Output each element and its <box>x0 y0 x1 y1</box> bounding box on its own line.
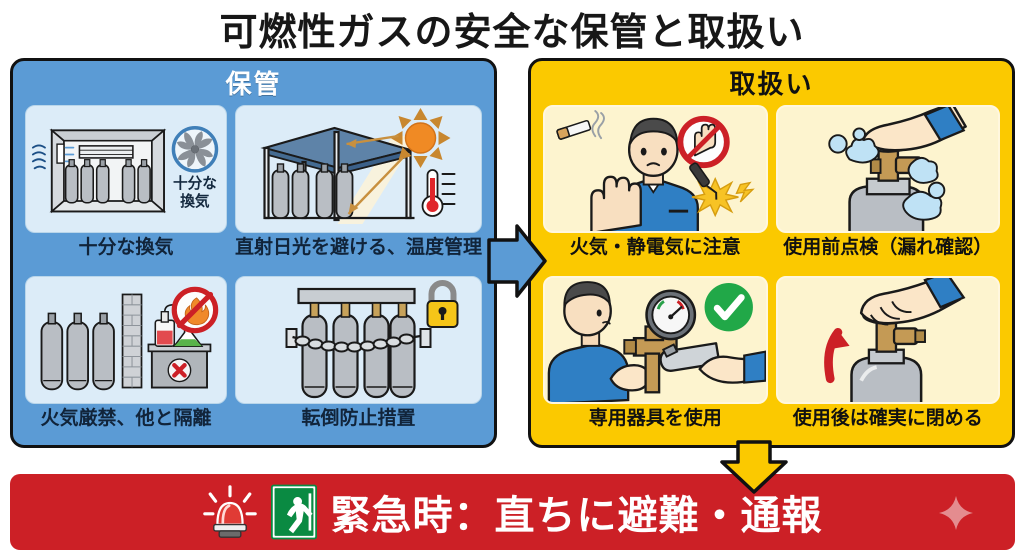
hand-icon <box>859 278 965 326</box>
storage-to-handling-arrow <box>487 222 547 300</box>
storage-cell-ventilation: 十分な 換気 十分な換気 <box>25 105 227 270</box>
smoke-icon <box>591 110 605 140</box>
panel-handling-heading: 取扱い <box>729 68 814 99</box>
chemical-bottle-icon <box>154 304 183 347</box>
siren-icon <box>202 483 257 541</box>
storage-caption-separation: 火気厳禁、他と隔離 <box>40 408 212 429</box>
panel-storage-heading: 保管 <box>225 68 282 99</box>
gas-cylinder-icon <box>64 159 151 204</box>
handling-caption-no-ignition: 火気・静電気に注意 <box>569 237 741 258</box>
fan-icon <box>171 126 219 173</box>
soap-bubble-icon <box>827 127 945 221</box>
gas-cylinder-icon <box>271 163 354 219</box>
page-title: 可燃性ガスの安全な保管と取扱い <box>219 11 805 54</box>
pressure-gauge-icon <box>645 289 697 341</box>
panel-handling: 取扱い <box>528 58 1015 448</box>
handling-cell-no-ignition: 火気・静電気に注意 <box>543 105 768 270</box>
sparkle-icon <box>939 496 973 530</box>
panel-storage-grid: 十分な 換気 十分な換気 <box>25 105 482 441</box>
storage-cell-separation: 火気厳禁、他と隔離 <box>25 276 227 441</box>
close-valve-illustration <box>775 276 1000 404</box>
no-entry-hand-icon <box>677 115 730 169</box>
handling-cell-proper-tools: 専用器具を使用 <box>543 276 768 441</box>
storage-cell-sunlight: 直射日光を避ける、温度管理 <box>234 105 482 270</box>
chemical-cabinet-icon <box>147 343 212 389</box>
hand-icon <box>698 350 766 384</box>
no-fire-icon <box>171 286 219 334</box>
gas-cylinder-icon <box>40 312 115 391</box>
chain-icon <box>292 333 421 353</box>
cigarette-icon <box>556 119 592 140</box>
handling-caption-leak-check: 使用前点検（漏れ確認） <box>783 237 993 258</box>
storage-caption-ventilation: 十分な換気 <box>78 237 174 258</box>
brick-wall-icon <box>121 293 143 389</box>
chained-cylinders-illustration <box>234 276 482 404</box>
handling-caption-proper-tools: 専用器具を使用 <box>588 408 722 429</box>
handling-to-emergency-arrow <box>718 440 790 494</box>
panel-storage: 保管 <box>10 58 497 448</box>
handling-caption-close-valve: 使用後は確実に閉める <box>792 408 983 429</box>
check-circle-icon <box>704 283 753 332</box>
leak-check-bubbles-illustration <box>775 105 1000 233</box>
gas-cylinder-icon <box>849 348 922 402</box>
hand-icon <box>590 175 642 231</box>
separation-from-chemicals-illustration <box>25 276 227 404</box>
storage-cell-anti-tip: 転倒防止措置 <box>234 276 482 441</box>
ventilation-inline-label-line2: 換気 <box>180 192 210 210</box>
worker-stop-gesture-illustration <box>543 105 768 233</box>
hand-icon <box>861 107 967 152</box>
storage-caption-sunlight: 直射日光を避ける、温度管理 <box>234 237 482 258</box>
canopy-shelter-sunlight-illustration <box>234 105 482 233</box>
emergency-banner-text: 緊急時：直ちに避難・通報 <box>330 494 823 538</box>
x-mark-icon <box>167 358 192 383</box>
emergency-exit-sign-icon <box>270 484 317 540</box>
storage-caption-anti-tip: 転倒防止措置 <box>301 408 416 429</box>
worker-icon <box>590 117 699 231</box>
thermometer-icon <box>421 169 456 217</box>
ventilation-inline-label-line1: 十分な <box>173 174 217 192</box>
emergency-banner: 緊急時：直ちに避難・通報 <box>10 474 1015 550</box>
panel-handling-grid: 火気・静電気に注意 <box>543 105 1000 441</box>
worker-icon <box>547 281 651 402</box>
airflow-icon <box>31 144 46 170</box>
handling-cell-close-valve: 使用後は確実に閉める <box>775 276 1000 441</box>
storage-room-ventilation-illustration: 十分な 換気 <box>25 105 227 233</box>
rotation-arrow-icon <box>823 327 850 384</box>
padlock-icon <box>426 280 459 328</box>
spark-icon <box>689 162 755 218</box>
regulator-and-wrench-illustration <box>543 276 768 404</box>
sun-icon <box>390 108 451 168</box>
handling-cell-leak-check: 使用前点検（漏れ確認） <box>775 105 1000 270</box>
